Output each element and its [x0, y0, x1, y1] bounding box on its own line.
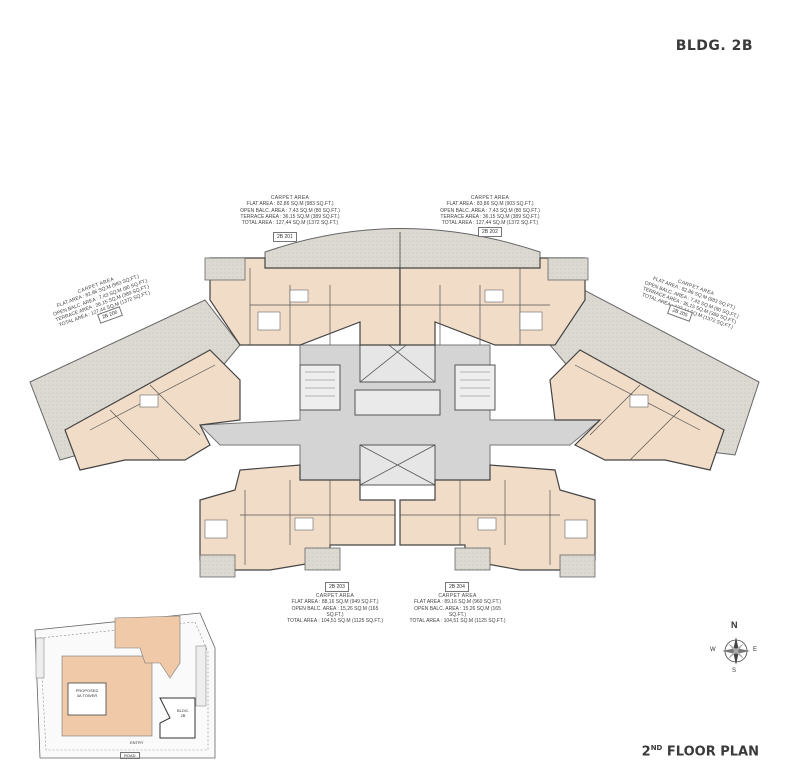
- unit-202-tag: 2B 202: [478, 227, 502, 237]
- unit-203-total-area: TOTAL AREA : 104,51 SQ.M (1125 SQ.FT.): [287, 618, 383, 625]
- floor-number: 2: [641, 744, 651, 760]
- unit-201-balcony-area: OPEN BALC. AREA : 7,43 SQ.M (80 SQ.FT.): [240, 207, 340, 214]
- unit-201-heading: CARPET AREA: [270, 195, 310, 201]
- unit-201-tag: 2B 201: [273, 232, 297, 242]
- unit-203: [199, 464, 396, 571]
- unit-204-flat-area: FLAT AREA : 89,16 SQ.M (960 SQ.FT.): [413, 599, 502, 606]
- compass-south: S: [732, 668, 737, 674]
- unit-203-balcony-area: OPEN BALC. AREA : 15,26 SQ.M (165 SQ.FT.…: [291, 605, 379, 618]
- building-label: BLDG. 2B: [675, 38, 753, 54]
- floor-plan-text: FLOOR PLAN: [666, 744, 759, 760]
- unit-203-heading: CARPET AREA: [315, 593, 355, 599]
- unit-202-area: CARPET AREA FLAT AREA : 83,86 SQ.M (903 …: [440, 195, 540, 226]
- stair-left: [299, 364, 341, 411]
- unit-206: [64, 349, 241, 471]
- top-terrace: [264, 228, 541, 269]
- unit-203-area: CARPET AREA FLAT AREA : 88,16 SQ.M (949 …: [285, 593, 385, 624]
- unit-201-area: CARPET AREA FLAT AREA : 82,86 SQ.M (983 …: [240, 195, 340, 226]
- unit-202-total-area: TOTAL AREA : 127,44 SQ.M (1372 SQ.FT.): [441, 220, 539, 227]
- compass-icon: [722, 637, 750, 665]
- key-plan-bldg-label: BLDG. 2B: [176, 708, 190, 718]
- unit-202-heading: CARPET AREA: [470, 195, 510, 201]
- stair-right: [454, 364, 496, 411]
- unit-202-flat-area: FLAT AREA : 83,86 SQ.M (903 SQ.FT.): [446, 201, 534, 208]
- key-plan: [34, 612, 216, 759]
- unit-203-tag: 2B 203: [325, 582, 349, 592]
- compass-north: N: [731, 620, 738, 630]
- unit-204-total-area: TOTAL AREA : 104,51 SQ.M (1125 SQ.FT.): [409, 618, 506, 625]
- unit-203-flat-area: FLAT AREA : 88,16 SQ.M (949 SQ.FT.): [291, 599, 379, 606]
- unit-201-flat-area: FLAT AREA : 82,86 SQ.M (983 SQ.FT.): [246, 201, 334, 208]
- key-plan-entry-label: ENTRY: [130, 740, 144, 745]
- unit-202-terrace-area: TERRACE AREA : 36,15 SQ.M (389 SQ.FT.): [440, 213, 540, 220]
- key-plan-road-label: ROAD: [120, 752, 140, 759]
- key-plan-bldg-text: BLDG.: [176, 708, 189, 713]
- unit-201-total-area: TOTAL AREA : 127,44 SQ.M (1372 SQ.FT.): [241, 220, 339, 227]
- key-plan-proposed-text: PROPOSED: [75, 688, 99, 693]
- floor-plan-title: 2ND FLOOR PLAN: [642, 744, 759, 759]
- unit-202-balcony-area: OPEN BALC. AREA : 7,43 SQ.M (80 SQ.FT.): [440, 207, 540, 214]
- unit-201-terrace-area: TERRACE AREA : 36,15 SQ.M (389 SQ.FT.): [240, 213, 340, 220]
- key-plan-bldg-number: 2B: [180, 713, 186, 718]
- unit-205: [549, 349, 725, 471]
- key-plan-tower-text: 3A TOWER: [76, 693, 98, 698]
- unit-204: [399, 464, 596, 571]
- unit-204-heading: CARPET AREA: [438, 593, 477, 599]
- key-plan-proposed-label: PROPOSED 3A TOWER: [70, 688, 104, 698]
- unit-204-tag: 2B 204: [445, 582, 469, 592]
- unit-204-area: CARPET AREA FLAT AREA : 89,16 SQ.M (960 …: [405, 593, 510, 624]
- unit-204-balcony-area: OPEN BALC. AREA : 15,26 SQ.M (165 SQ.FT.…: [414, 605, 501, 618]
- compass-west: W: [710, 647, 716, 653]
- floor-suffix: ND: [650, 744, 663, 752]
- compass-east: E: [753, 647, 758, 653]
